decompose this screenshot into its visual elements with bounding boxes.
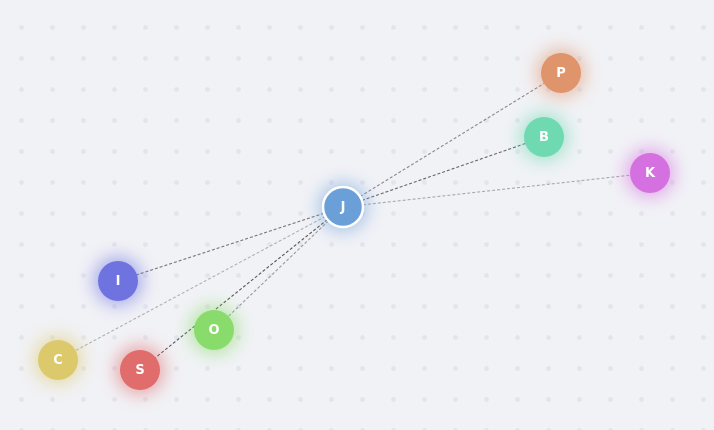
- edge-j-i: [117, 206, 344, 282]
- node-label: S: [135, 363, 144, 378]
- node-label: K: [645, 166, 656, 181]
- node-circle[interactable]: [194, 310, 234, 350]
- node-circle[interactable]: [321, 185, 365, 229]
- node-circle[interactable]: [541, 53, 581, 93]
- edge-j-b: [342, 136, 545, 208]
- node-circle[interactable]: [524, 117, 564, 157]
- node-k[interactable]: K: [626, 149, 674, 197]
- node-label: B: [539, 130, 549, 145]
- node-circle[interactable]: [98, 261, 138, 301]
- edge-j-s: [139, 206, 344, 371]
- node-b[interactable]: B: [520, 113, 568, 161]
- node-c[interactable]: C: [34, 336, 82, 384]
- edge-j-p: [342, 72, 562, 208]
- node-p[interactable]: P: [537, 49, 585, 97]
- node-label: P: [556, 66, 566, 81]
- node-o[interactable]: O: [190, 306, 238, 354]
- node-circle[interactable]: [38, 340, 78, 380]
- node-j[interactable]: J: [319, 183, 367, 231]
- nodes-layer: J P B K I O C S: [34, 49, 674, 394]
- edge-j-c: [57, 206, 344, 361]
- node-s[interactable]: S: [116, 346, 164, 394]
- edge-j-o: [213, 206, 344, 331]
- node-label: J: [340, 200, 346, 215]
- node-circle[interactable]: [630, 153, 670, 193]
- node-label: I: [116, 274, 121, 289]
- node-label: O: [208, 323, 219, 338]
- node-label: C: [53, 353, 63, 368]
- edges-layer: [57, 72, 651, 371]
- edge-j-k: [342, 172, 651, 208]
- node-circle[interactable]: [120, 350, 160, 390]
- node-i[interactable]: I: [94, 257, 142, 305]
